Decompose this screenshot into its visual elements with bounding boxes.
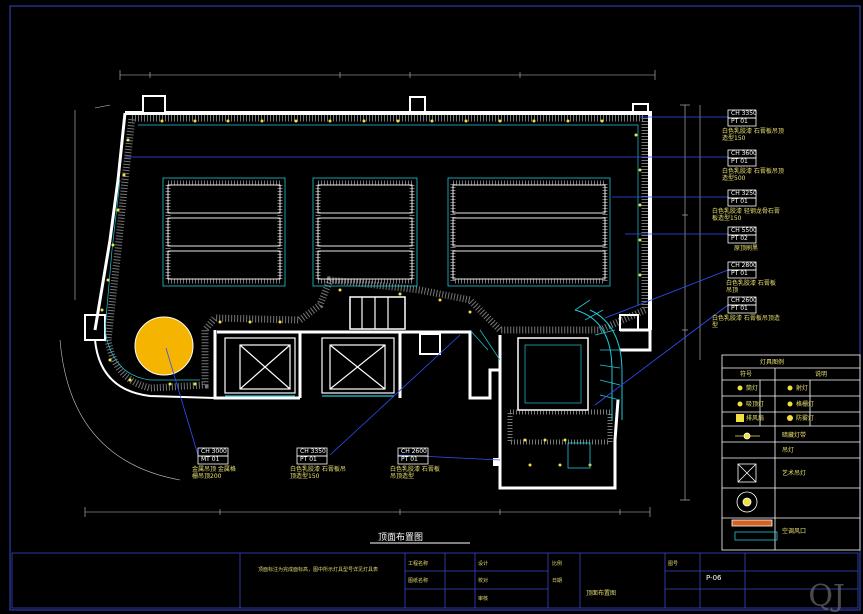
general-notes: 顶面标注为完成面标高，图中所示灯具型号详见灯具表 (258, 567, 379, 573)
drawing-title: 顶面布置图 (378, 533, 424, 543)
legend-table (721, 354, 861, 551)
legend-item-moisture-light: 防雾灯 (796, 415, 815, 422)
callout-1-pt: PT 01 (731, 118, 748, 125)
tb-label-date: 日期 (552, 578, 563, 584)
tb-label-sheet-no: 图号 (668, 561, 679, 567)
callout-6-pt: PT 01 (731, 305, 748, 312)
legend-symbols (736, 385, 793, 422)
legend-col-symbol: 符号 (740, 371, 753, 378)
callout-4-desc: 原顶刷黑 (734, 245, 759, 252)
callout-9-ch: CH 2600 (401, 448, 427, 455)
sheet-border (9, 5, 861, 611)
stair-lobby (493, 299, 623, 469)
callout-3-pt: PT 01 (731, 198, 748, 205)
callout-4-ch: CH 5500 (731, 227, 757, 234)
callout-3-desc: 白色乳胶漆 轻钢龙骨石膏板造型150 (712, 208, 780, 222)
callout-2-pt: PT 01 (731, 158, 748, 165)
perimeter-light-fixtures (100, 119, 642, 467)
ceiling-perimeter-band (104, 114, 649, 392)
title-block (11, 552, 859, 609)
callout-5-desc: 白色乳胶漆 石膏板吊顶 (726, 280, 776, 294)
callout-6-desc: 白色乳胶漆 石膏板吊顶造型 (712, 315, 780, 329)
tb-label-design: 设计 (478, 561, 489, 567)
legend-item-ac-vent: 空调风口 (782, 528, 807, 535)
callout-1-desc: 白色乳胶漆 石膏板吊顶造型150 (722, 128, 784, 142)
callout-7-pt: MT 01 (201, 456, 220, 463)
callout-9-pt: PT 01 (401, 456, 418, 463)
callout-4-pt: PT 02 (731, 235, 748, 242)
legend-item-art-pendant: 艺术吊灯 (782, 470, 807, 477)
legend-title: 灯具图例 (760, 359, 785, 366)
ceiling-coffers (162, 177, 611, 287)
callout-6-ch: CH 2600 (731, 297, 757, 304)
tb-sheet-number: P-06 (706, 574, 722, 582)
leader-lines (125, 116, 729, 461)
callout-2-desc: 白色乳胶漆 石膏板吊顶造型500 (722, 168, 784, 182)
tb-label-check: 校对 (478, 578, 489, 584)
callout-tags (197, 109, 757, 465)
callout-3-ch: CH 3250 (731, 190, 757, 197)
legend-col-desc: 说明 (815, 371, 828, 378)
legend-item-pendant: 吊灯 (782, 447, 795, 454)
tb-label-scale: 比例 (552, 561, 563, 567)
tb-sheet-name: 顶面布置图 (586, 590, 617, 597)
legend-item-grille-light: 格栅灯 (796, 401, 815, 408)
exterior-walls (84, 95, 652, 490)
legend-item-strip-light: 暗藏灯带 (782, 432, 807, 439)
callout-8-desc: 白色乳胶漆 石膏板吊顶造型150 (290, 466, 346, 480)
tb-label-drawing-name: 图纸名称 (408, 578, 429, 584)
watermark-logo: QJ (808, 579, 845, 614)
elevator-shafts (224, 296, 406, 397)
callout-9-desc: 白色乳胶漆 石膏板吊顶造型 (390, 466, 440, 480)
callout-2-ch: CH 3600 (731, 150, 757, 157)
legend-item-exhaust-fan: 排风扇 (746, 415, 765, 422)
callout-7-ch: CH 3000 (201, 448, 227, 455)
callout-7-desc: 金属吊顶 金属格栅吊顶200 (192, 466, 236, 480)
tb-label-approve: 审核 (478, 596, 489, 602)
legend-item-ceiling-light: 吸顶灯 (746, 401, 765, 408)
callout-8-ch: CH 3350 (300, 448, 326, 455)
legend-item-spotlight: 射灯 (796, 385, 809, 392)
legend-item-downlight: 筒灯 (746, 385, 759, 392)
round-pendant-light (134, 316, 194, 376)
tb-label-project: 工程名称 (408, 561, 429, 567)
callout-5-ch: CH 2800 (731, 262, 757, 269)
dimension-lines (59, 70, 701, 517)
callout-8-pt: PT 01 (300, 456, 317, 463)
callout-1-ch: CH 3350 (731, 110, 757, 117)
callout-5-pt: PT 01 (731, 270, 748, 277)
